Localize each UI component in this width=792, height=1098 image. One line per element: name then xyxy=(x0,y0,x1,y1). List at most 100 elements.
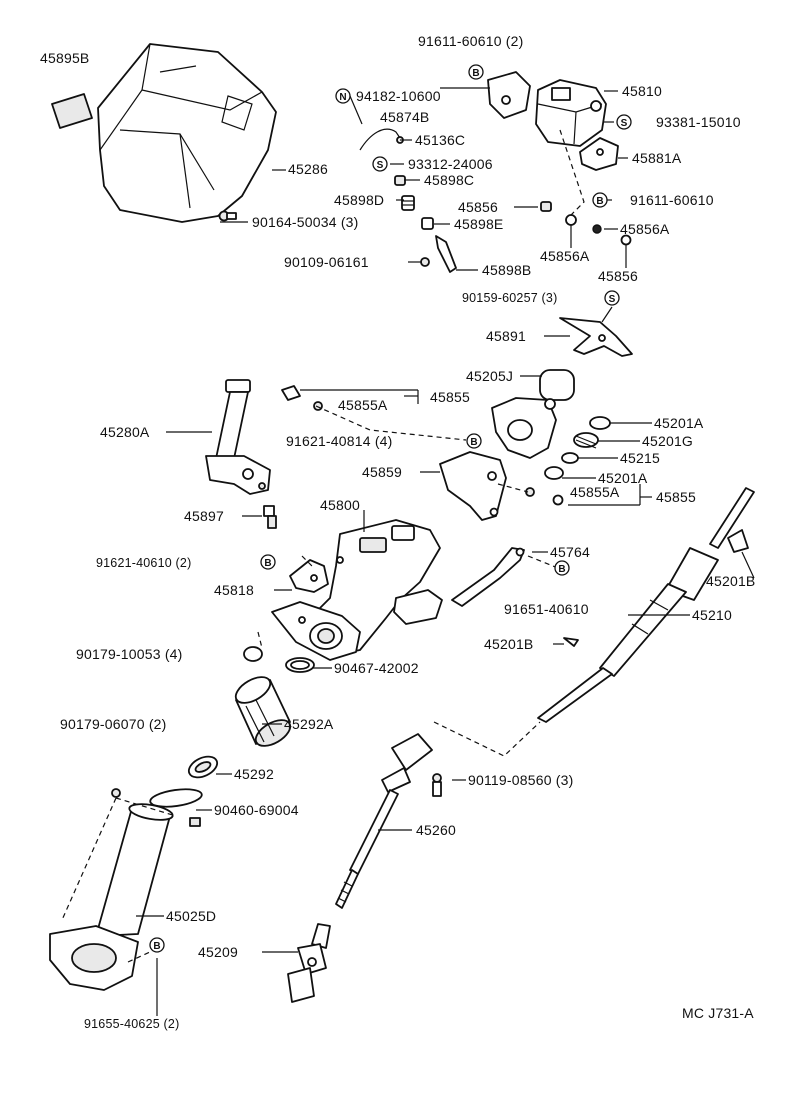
label-45895B: 45895B xyxy=(40,50,89,66)
label-45855-lower: 45855 xyxy=(656,489,696,505)
part-labels: 45895B 45286 90164-50034 (3) 91611-60610… xyxy=(40,33,755,1031)
part-45897-drawing xyxy=(263,505,277,529)
label-45810: 45810 xyxy=(622,83,662,99)
part-nuts-drawing xyxy=(243,646,315,673)
label-45201A-lower: 45201A xyxy=(598,470,648,486)
label-45136C: 45136C xyxy=(415,132,465,148)
label-90460-69004: 90460-69004 xyxy=(214,802,299,818)
label-91621-40814: 91621-40814 (4) xyxy=(286,433,393,449)
label-45201A-upper: 45201A xyxy=(654,415,704,431)
part-45280A-drawing xyxy=(205,379,271,495)
label-45205J: 45205J xyxy=(466,368,513,384)
svg-text:B: B xyxy=(596,196,603,207)
label-90109-06161: 90109-06161 xyxy=(284,254,369,270)
label-45025D: 45025D xyxy=(166,908,216,924)
marker-s-93312: S xyxy=(372,156,388,172)
svg-text:S: S xyxy=(621,118,628,129)
part-45874B-drawing xyxy=(487,71,531,119)
label-45855A-lower: 45855A xyxy=(570,484,620,500)
label-45859: 45859 xyxy=(362,464,402,480)
svg-text:S: S xyxy=(609,294,616,305)
svg-text:B: B xyxy=(153,941,160,952)
part-45201B-clips-drawing xyxy=(563,529,749,647)
label-45855A-upper: 45855A xyxy=(338,397,388,413)
part-45205J-drawing xyxy=(491,369,575,459)
label-45897: 45897 xyxy=(184,508,224,524)
part-45136C-drawing xyxy=(359,128,404,151)
part-90164-screw-drawing xyxy=(218,210,237,222)
marker-b-91621a: B xyxy=(466,433,482,449)
svg-text:S: S xyxy=(377,160,384,171)
label-90179-06070: 90179-06070 (2) xyxy=(60,716,167,732)
part-45292-bearings-drawing xyxy=(187,676,292,779)
svg-text:B: B xyxy=(472,68,479,79)
label-45800: 45800 xyxy=(320,497,360,513)
label-45898B: 45898B xyxy=(482,262,531,278)
part-45810-lock-drawing xyxy=(535,79,607,147)
marker-b-91655: B xyxy=(149,937,165,953)
part-90119-bolt-drawing xyxy=(432,773,442,797)
label-93381-15010: 93381-15010 xyxy=(656,114,741,130)
label-45856A-lower: 45856A xyxy=(540,248,590,264)
marker-b-91651: B xyxy=(554,560,570,576)
part-45201-springs-drawing xyxy=(544,416,611,480)
label-45215: 45215 xyxy=(620,450,660,466)
part-45209-joint-drawing xyxy=(287,923,331,1003)
svg-text:N: N xyxy=(339,92,346,103)
label-45292: 45292 xyxy=(234,766,274,782)
label-45856-upper: 45856 xyxy=(458,199,498,215)
label-91655-40625: 91655-40625 (2) xyxy=(84,1017,179,1031)
label-90467-42002: 90467-42002 xyxy=(334,660,419,676)
part-45260-shaft-drawing xyxy=(335,733,433,909)
label-45855-upper: 45855 xyxy=(430,389,470,405)
part-45895B-drawing xyxy=(51,93,93,129)
label-90164-50034: 90164-50034 (3) xyxy=(252,214,359,230)
svg-text:B: B xyxy=(558,564,565,575)
label-45260: 45260 xyxy=(416,822,456,838)
svg-text:B: B xyxy=(264,558,271,569)
part-45891-drawing xyxy=(559,317,633,357)
label-45898D: 45898D xyxy=(334,192,384,208)
label-90119-08560: 90119-08560 (3) xyxy=(468,772,573,788)
marker-n-94182: N xyxy=(335,88,351,104)
label-45881A: 45881A xyxy=(632,150,682,166)
label-93312-24006: 93312-24006 xyxy=(408,156,493,172)
label-45201B-mid: 45201B xyxy=(484,636,533,652)
label-45856A-right: 45856A xyxy=(620,221,670,237)
label-45209: 45209 xyxy=(198,944,238,960)
label-45201G: 45201G xyxy=(642,433,693,449)
part-90460-clamp-drawing xyxy=(111,788,203,827)
label-45201B-right: 45201B xyxy=(706,573,755,589)
svg-text:B: B xyxy=(470,437,477,448)
marker-b-91621b: B xyxy=(260,554,276,570)
label-45286: 45286 xyxy=(288,161,328,177)
part-45800-housing-drawing xyxy=(271,519,443,661)
part-45025D-boot-drawing xyxy=(49,803,174,991)
part-45855-pins-drawing xyxy=(281,385,564,506)
label-45818: 45818 xyxy=(214,582,254,598)
label-90159-60257: 90159-60257 (3) xyxy=(462,291,557,305)
label-94182-10600: 94182-10600 xyxy=(356,88,441,104)
label-91611-60610: 91611-60610 xyxy=(630,192,714,208)
part-45818-drawing xyxy=(289,559,329,593)
label-91621-40610: 91621-40610 (2) xyxy=(96,556,191,570)
label-45891: 45891 xyxy=(486,328,526,344)
part-45859-drawing xyxy=(439,451,507,521)
marker-s-93381: S xyxy=(616,114,632,130)
part-45286-cover-drawing xyxy=(97,43,277,223)
marker-s-90159: S xyxy=(604,290,620,306)
label-45210: 45210 xyxy=(692,607,732,623)
label-45280A: 45280A xyxy=(100,424,150,440)
label-45898E: 45898E xyxy=(454,216,503,232)
marker-b-91611b: B xyxy=(592,192,608,208)
part-45881A-drawing xyxy=(579,137,619,171)
part-45210-shaft-drawing xyxy=(537,487,755,723)
leader-lines xyxy=(136,87,755,1016)
label-45856-lower: 45856 xyxy=(598,268,638,284)
dashed-assembly-lines xyxy=(61,129,585,963)
part-45764-drawing xyxy=(451,547,525,607)
label-45898C: 45898C xyxy=(424,172,474,188)
label-91651-40610: 91651-40610 xyxy=(504,601,589,617)
